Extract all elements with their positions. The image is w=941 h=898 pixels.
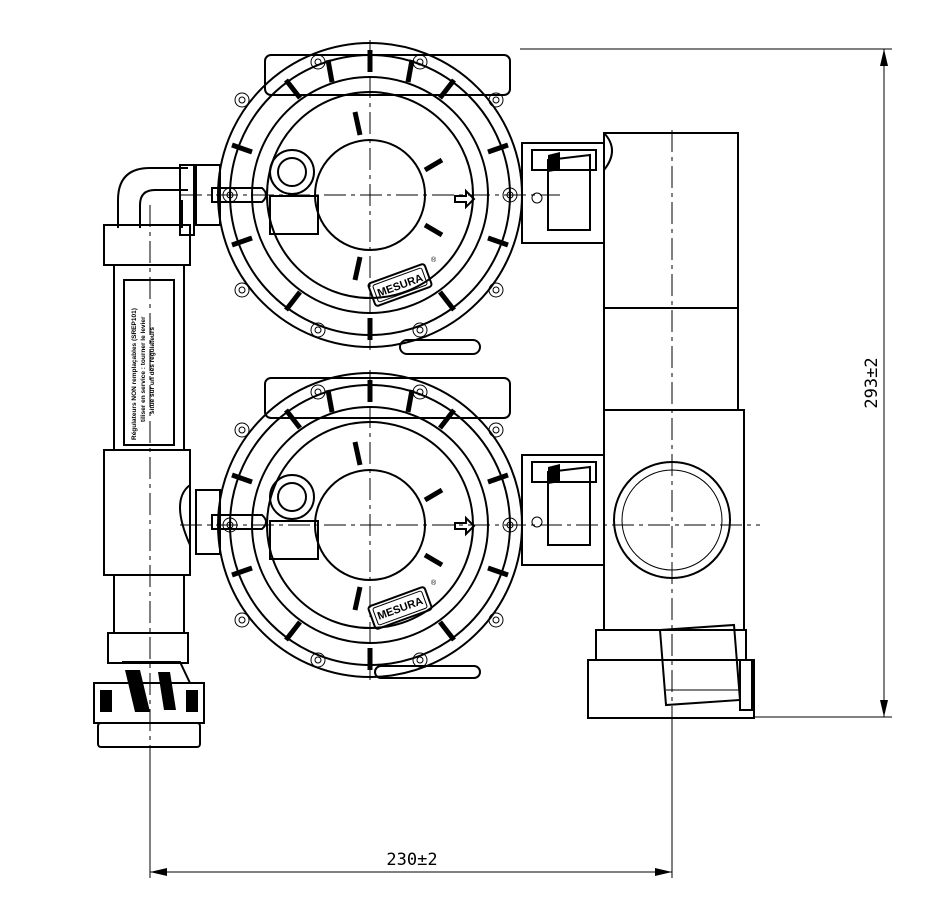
brand-name: MESURA: [376, 595, 425, 623]
pipe-label-line2: tiliser en service : tourner le levier: [140, 316, 147, 422]
manifold-pipe: [587, 132, 755, 719]
pipe-label-line1: Régulateurs NON remplaçables (SREP101): [131, 308, 138, 440]
coupling-top: [521, 142, 605, 244]
screw-bolts: [222, 54, 518, 338]
pipe-label-line3: situé sur un des régulateurs: [149, 327, 156, 414]
height-dimension-label: 293±2: [862, 357, 882, 408]
brand-name: MESURA: [376, 272, 425, 300]
flow-arrow-icon: [454, 188, 476, 210]
dimension-width: 230±2: [149, 720, 673, 878]
bypass-pipe: [93, 164, 205, 748]
pipe-label: Régulateurs NON remplaçables (SREP101) t…: [131, 308, 156, 440]
flow-arrow-icon: [454, 515, 476, 537]
registered-mark: ®: [431, 256, 437, 264]
centerlines: [149, 40, 760, 830]
coupling-bottom: [521, 454, 605, 566]
regulator-dial-icon: [231, 50, 509, 340]
valve-icon: [195, 474, 319, 560]
regulator-top: MESURA ®: [195, 42, 523, 355]
dimension-height: 293±2: [520, 48, 892, 718]
registered-mark: ®: [431, 579, 437, 587]
width-dimension-label: 230±2: [386, 850, 437, 870]
